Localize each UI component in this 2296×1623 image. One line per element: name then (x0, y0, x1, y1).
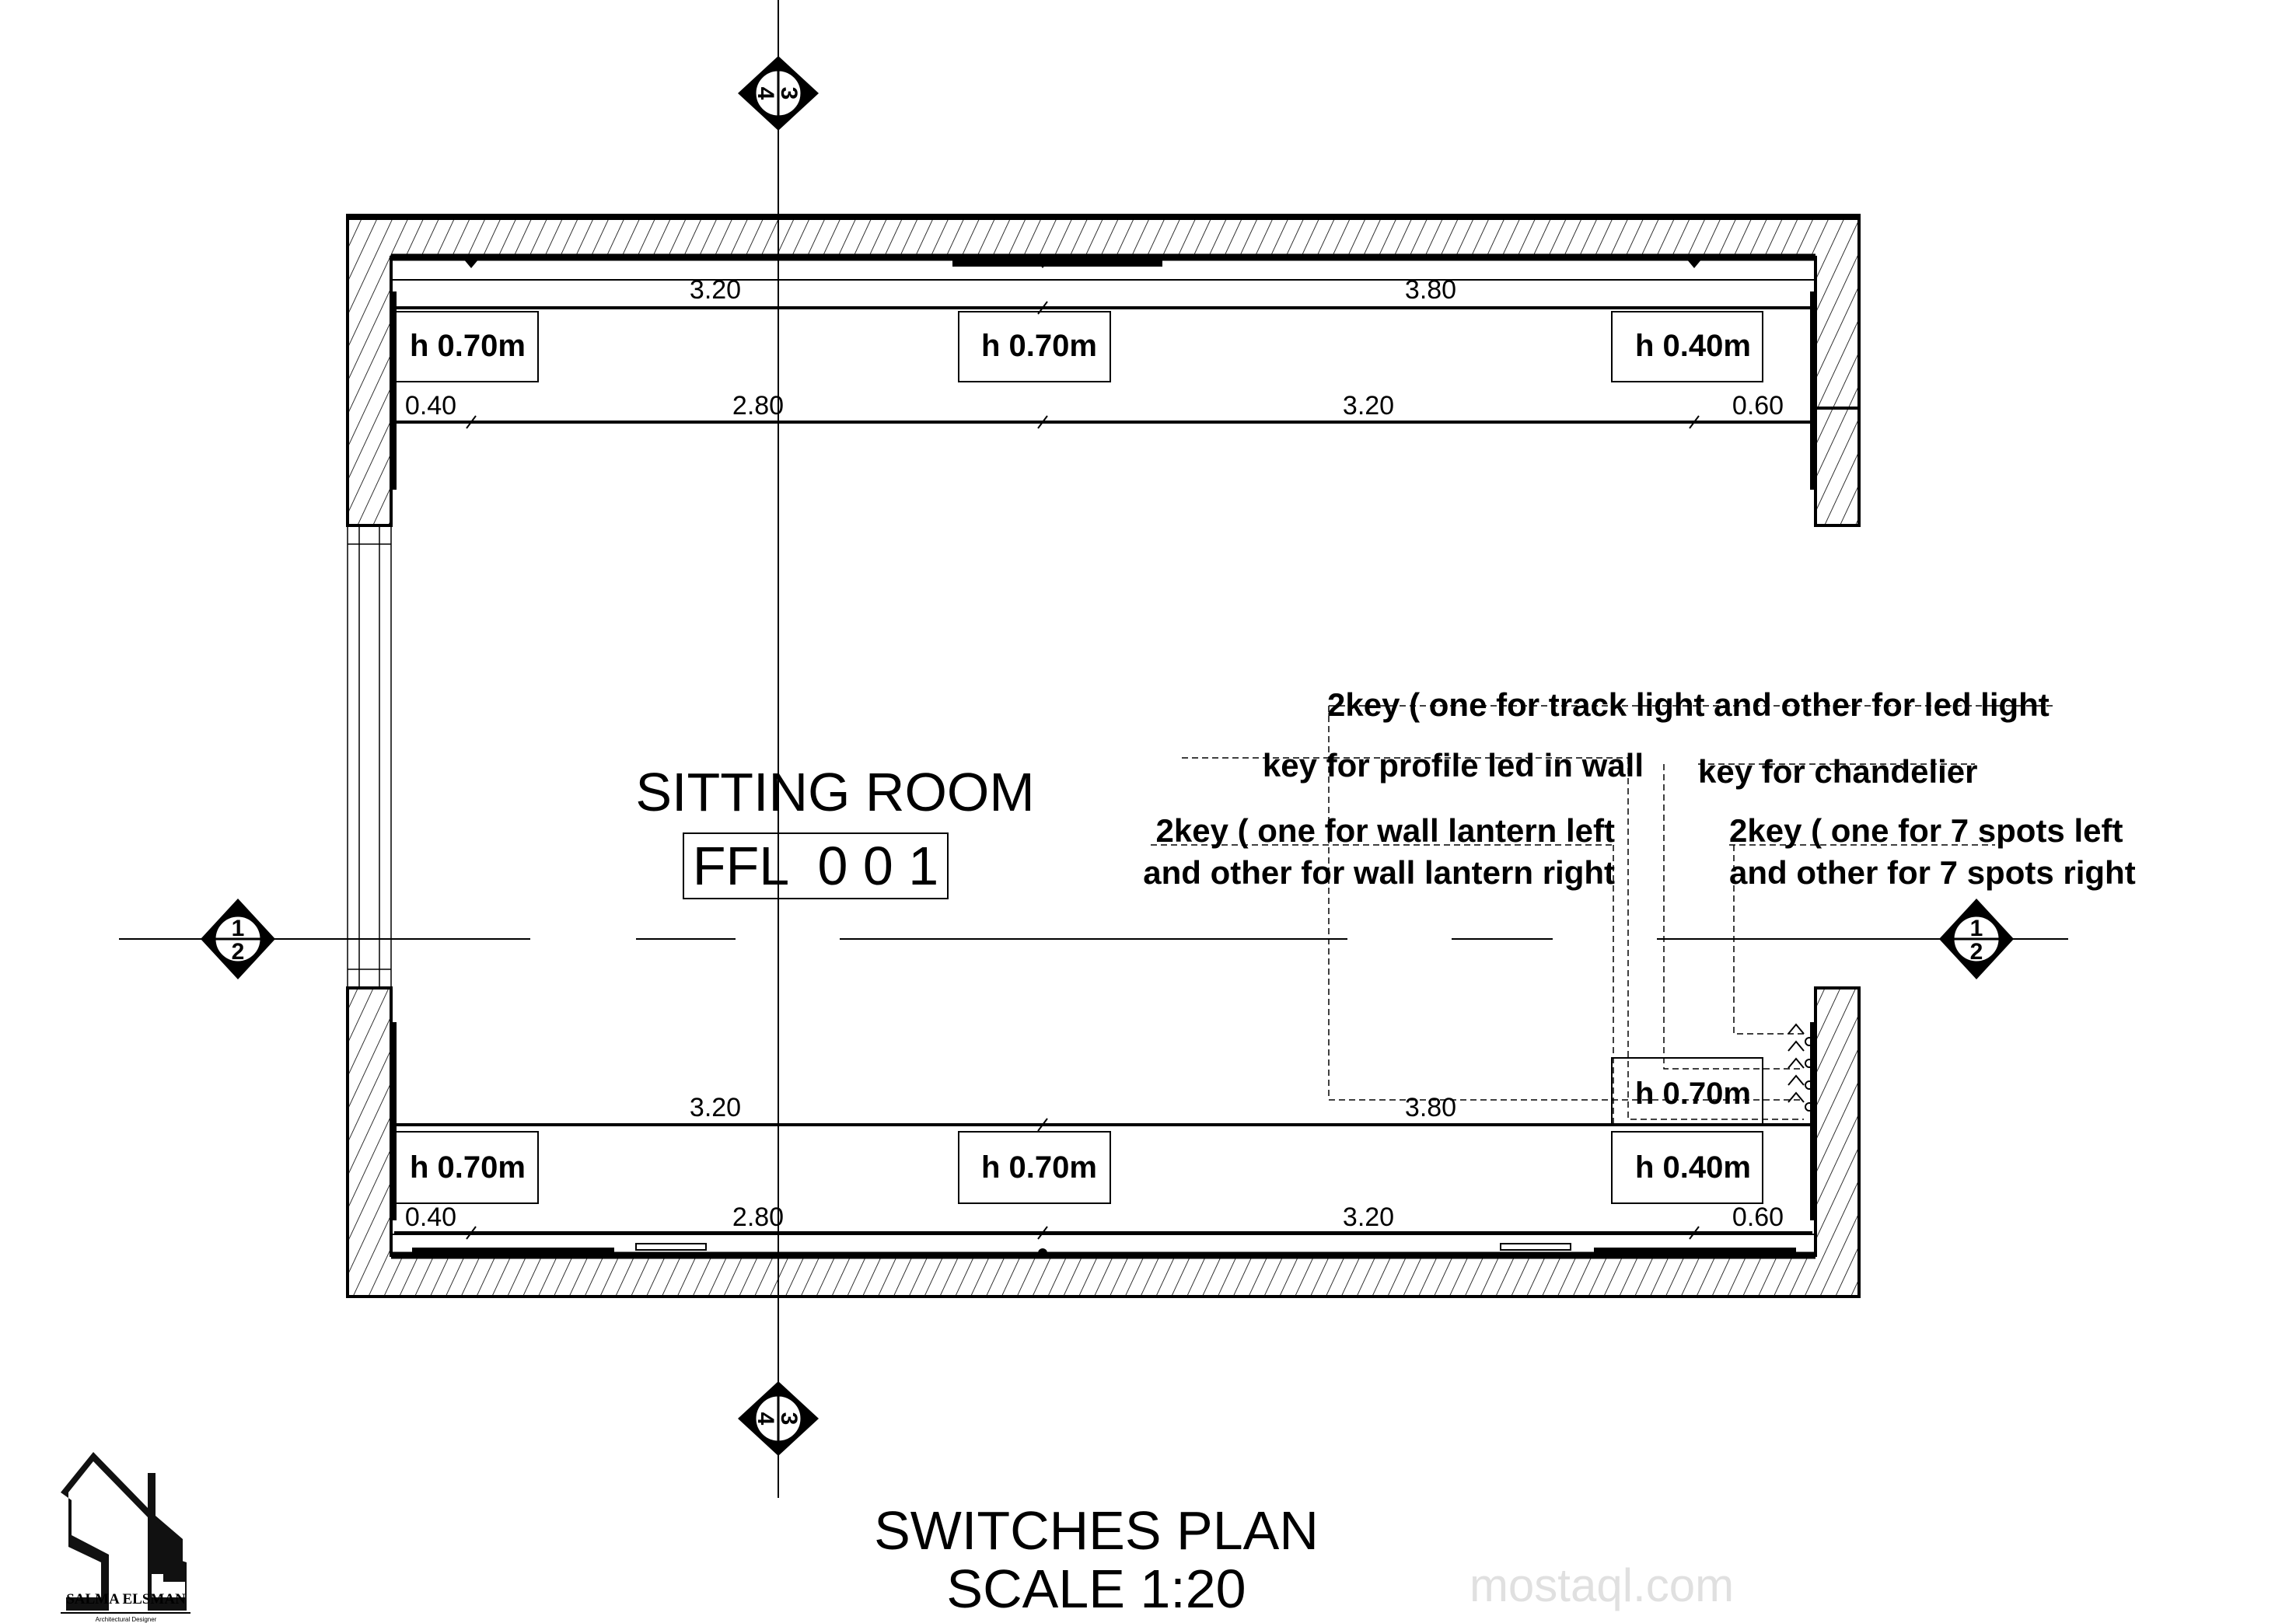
switch-height-label: h 0.70m (981, 1150, 1097, 1185)
svg-text:3: 3 (776, 87, 802, 100)
logo-house-mark (61, 1452, 187, 1611)
switch-height-label: h 0.40m (1635, 329, 1751, 363)
svg-text:2.80: 2.80 (732, 391, 784, 421)
window (347, 525, 392, 988)
section-marker-left: 1 2 (201, 899, 275, 979)
room-name: SITTING ROOM (635, 762, 1034, 822)
watermark: mostaql.com (1470, 1559, 1734, 1611)
svg-text:4: 4 (753, 87, 778, 100)
annotations: 2key ( one for track light and other for… (1143, 686, 2135, 891)
led-profile-right (1594, 1248, 1796, 1254)
svg-text:3.20: 3.20 (1343, 391, 1394, 421)
led-profile-left (412, 1248, 614, 1254)
svg-text:3.20: 3.20 (690, 275, 741, 305)
svg-text:SALMA ELSMAN: SALMA ELSMAN (66, 1591, 186, 1607)
svg-text:0.60: 0.60 (1732, 391, 1784, 421)
drawing-scale: SCALE 1:20 (946, 1558, 1246, 1619)
annotation-wall-lantern: 2key ( one for wall lantern left (1156, 812, 1615, 849)
section-marker-top: 3 4 (738, 56, 819, 131)
section-marker-right: 1 2 (1939, 899, 2014, 979)
top-dimensions: 3.20 3.80 0.40 2.80 3.20 0.60 (394, 275, 1812, 429)
switch-height-label: h 0.70m (410, 329, 526, 363)
ffl-box (683, 832, 949, 899)
annotation-track-light: 2key ( one for track light and other for… (1327, 686, 2050, 723)
svg-text:2: 2 (1970, 939, 1983, 965)
annotation-spots: and other for 7 spots right (1729, 854, 2136, 891)
svg-text:0.40: 0.40 (405, 391, 456, 421)
svg-text:3.80: 3.80 (1405, 275, 1456, 305)
bottom-switch-boxes (390, 1057, 1763, 1204)
svg-text:3.80: 3.80 (1405, 1093, 1456, 1122)
switch-symbols (1788, 1023, 1814, 1112)
svg-text:2: 2 (232, 939, 245, 965)
svg-text:1: 1 (232, 916, 245, 941)
switch-height-label: h 0.70m (1635, 1077, 1751, 1111)
svg-text:Architectural Designer: Architectural Designer (96, 1616, 157, 1623)
track-light-fixture (952, 259, 1162, 267)
walls (346, 214, 1861, 1298)
annotation-profile-led: key for profile led in wall (1263, 747, 1644, 784)
ffl-label: FFL 0 0 1 (693, 836, 938, 896)
leader-lines (1151, 705, 2053, 1125)
svg-text:3.20: 3.20 (1343, 1202, 1394, 1232)
svg-text:1: 1 (1970, 916, 1983, 941)
svg-text:2.80: 2.80 (732, 1202, 784, 1232)
svg-text:0.40: 0.40 (405, 1202, 456, 1232)
annotation-spots: 2key ( one for 7 spots left (1729, 812, 2123, 849)
annotation-chandelier: key for chandelier (1698, 753, 1977, 790)
drawing-title: SWITCHES PLAN (874, 1500, 1319, 1561)
switch-height-label: h 0.40m (1635, 1150, 1751, 1185)
top-switch-boxes (390, 311, 1763, 382)
logo: SALMA ELSMAN Architectural Designer (61, 1452, 190, 1623)
svg-text:3: 3 (776, 1412, 802, 1426)
switch-height-label: h 0.70m (981, 329, 1097, 363)
annotation-wall-lantern: and other for wall lantern right (1143, 854, 1615, 891)
bottom-dimensions: 3.20 3.80 0.40 2.80 3.20 0.60 (394, 1093, 1812, 1240)
svg-text:3.20: 3.20 (690, 1093, 741, 1122)
wall-bottom (346, 986, 1861, 1298)
svg-text:4: 4 (753, 1412, 778, 1426)
svg-text:0.60: 0.60 (1732, 1202, 1784, 1232)
switch-height-label: h 0.70m (410, 1150, 526, 1185)
section-marker-bottom: 3 4 (738, 1381, 819, 1456)
